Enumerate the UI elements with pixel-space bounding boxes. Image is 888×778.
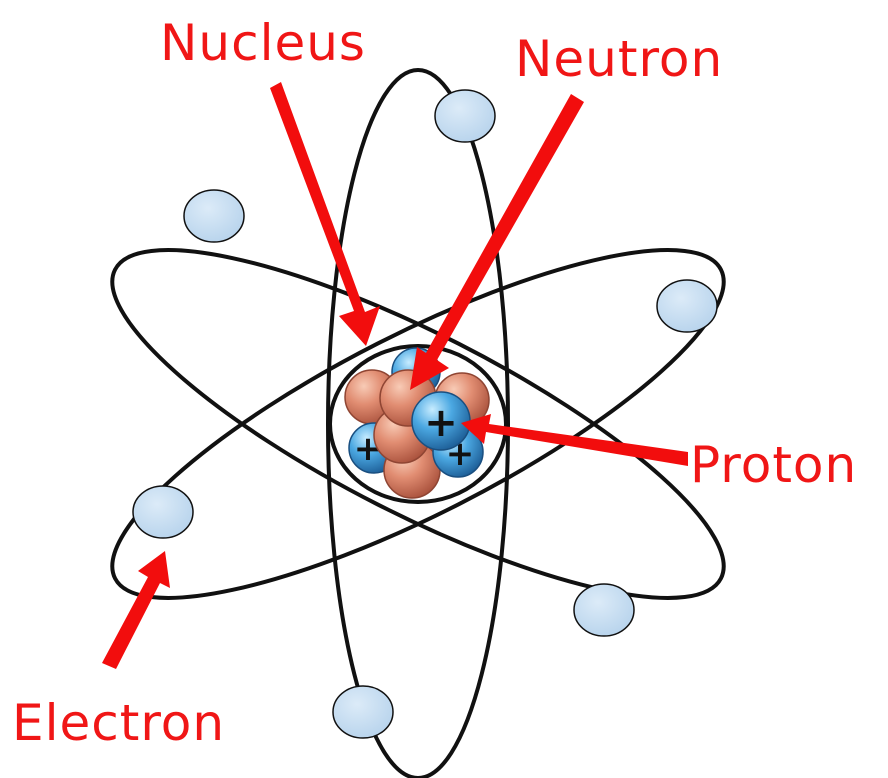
electron (132, 485, 194, 539)
label-neutron: Neutron (515, 30, 723, 88)
label-electron: Electron (12, 694, 225, 752)
label-proton: Proton (690, 436, 857, 494)
proton-arrow (461, 414, 688, 466)
neutron-arrow (410, 94, 584, 390)
electron-arrow (102, 551, 170, 669)
electrons (132, 89, 718, 739)
proton-sign: + (424, 400, 458, 446)
orbit-diagonal-down (110, 248, 726, 600)
nucleus-arrow (270, 82, 380, 346)
electron (332, 685, 394, 739)
electron (656, 279, 718, 333)
orbit-diagonal-up (110, 248, 726, 600)
electron (434, 89, 496, 143)
arrows (102, 82, 688, 669)
label-nucleus: Nucleus (160, 14, 366, 72)
electron (573, 583, 635, 637)
electron (183, 189, 245, 243)
